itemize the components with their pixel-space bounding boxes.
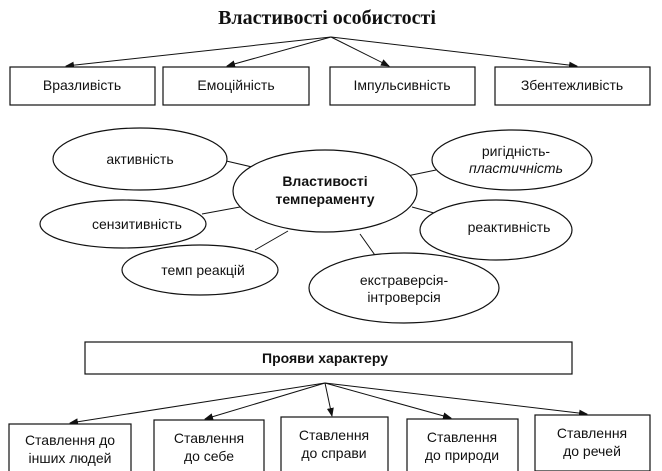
ellipse-activity-label: активність <box>106 151 173 167</box>
connector-rigidity <box>406 169 437 177</box>
ellipse-sensitivity-shape <box>39 199 207 249</box>
trait-label: Імпульсивність <box>353 77 450 93</box>
ellipse-rigidity: ригідність- пластичність <box>431 129 593 191</box>
ellipse-reactivity: реактивність <box>419 199 573 261</box>
arrow-to-trait-1 <box>65 36 332 69</box>
ellipse-activity-shape <box>52 127 228 191</box>
attitude-label-line1: Ставлення <box>427 429 497 445</box>
trait-box-impulsyvnist: Імпульсивність <box>329 66 476 106</box>
arrow-to-trait-2 <box>226 36 332 68</box>
attitude-label-line1: Ставлення <box>299 427 369 443</box>
ellipse-tempo-shape <box>121 244 279 296</box>
attitude-box-self: Ставлення до себе <box>153 419 265 471</box>
attitude-label-line2: до себе <box>184 448 234 464</box>
attitude-box-border <box>534 414 651 471</box>
trait-box-border <box>9 66 156 106</box>
attitude-box-border <box>280 416 389 471</box>
attitude-label-line1: Ставлення <box>557 425 627 441</box>
arrow-to-attitude-5 <box>324 382 588 417</box>
connector-sensitivity <box>201 206 241 215</box>
arrow-to-attitude-4 <box>324 382 452 420</box>
ellipse-extraversion-label-line2: інтроверсія <box>367 289 440 305</box>
ellipse-sensitivity: сензитивність <box>39 199 207 249</box>
ellipse-activity: активність <box>52 127 228 191</box>
attitude-label-line2: до речей <box>563 443 621 459</box>
arrow-to-attitude-1 <box>69 382 326 426</box>
trait-box-border <box>162 66 310 106</box>
attitude-label-line1: Ставлення до <box>25 432 115 448</box>
temperament-center-shape <box>232 149 418 233</box>
attitude-label-line2: до природи <box>425 447 499 463</box>
arrow-to-attitude-3 <box>324 382 334 417</box>
arrow-to-trait-4 <box>330 36 578 69</box>
ellipse-rigidity-label-line2: пластичність <box>469 160 563 176</box>
character-arrows <box>69 382 588 426</box>
attitude-label-line2: інших людей <box>29 450 112 466</box>
ellipse-extraversion-label-line1: екстраверсія- <box>360 272 449 288</box>
temperament-center-line2: темпераменту <box>276 191 375 207</box>
character-title: Прояви характеру <box>262 350 388 366</box>
trait-label: Емоційність <box>197 77 274 93</box>
ellipse-reactivity-label: реактивність <box>468 219 551 235</box>
attitude-box-nature: Ставлення до природи <box>406 418 519 471</box>
attitude-box-work: Ставлення до справи <box>280 416 389 471</box>
trait-box-border <box>329 66 476 106</box>
ellipse-extraversion-shape <box>308 252 500 324</box>
attitude-label-line2: до справи <box>301 445 366 461</box>
trait-box-emotsiinist: Емоційність <box>162 66 310 106</box>
connector-reactivity <box>411 206 435 214</box>
attitude-box-others: Ставлення до інших людей <box>8 423 132 471</box>
ellipse-reactivity-shape <box>419 199 573 261</box>
character-box-border <box>84 341 573 375</box>
attitude-label-line1: Ставлення <box>174 430 244 446</box>
connector-extraversion <box>359 233 378 259</box>
trait-box-zbentezhlyvist: Збентежливість <box>494 66 651 106</box>
attitude-box-border <box>8 423 132 471</box>
temperament-center-line1: Властивості <box>282 173 367 189</box>
trait-box-border <box>494 66 651 106</box>
trait-box-vrazlyvist: Вразливість <box>9 66 156 106</box>
ellipse-tempo-label: темп реакцій <box>161 262 245 278</box>
ellipse-rigidity-label-line1: ригідність- <box>482 143 551 159</box>
attitude-box-things: Ставлення до речей <box>534 414 651 471</box>
attitude-box-border <box>406 418 519 471</box>
attitude-box-border <box>153 419 265 471</box>
trait-label: Вразливість <box>43 77 121 93</box>
ellipse-extraversion: екстраверсія- інтроверсія <box>308 252 500 324</box>
arrow-to-trait-3 <box>330 36 390 67</box>
ellipse-rigidity-shape <box>431 129 593 191</box>
ellipse-sensitivity-label: сензитивність <box>92 216 182 232</box>
character-box: Прояви характеру <box>84 341 573 375</box>
arrow-to-attitude-2 <box>204 382 326 421</box>
connector-tempo <box>254 230 289 251</box>
diagram-title: Властивості особистості <box>218 7 436 29</box>
trait-label: Збентежливість <box>521 77 623 93</box>
title-arrows <box>65 36 578 69</box>
temperament-center: Властивості темпераменту <box>232 149 418 233</box>
ellipse-tempo: темп реакцій <box>121 244 279 296</box>
